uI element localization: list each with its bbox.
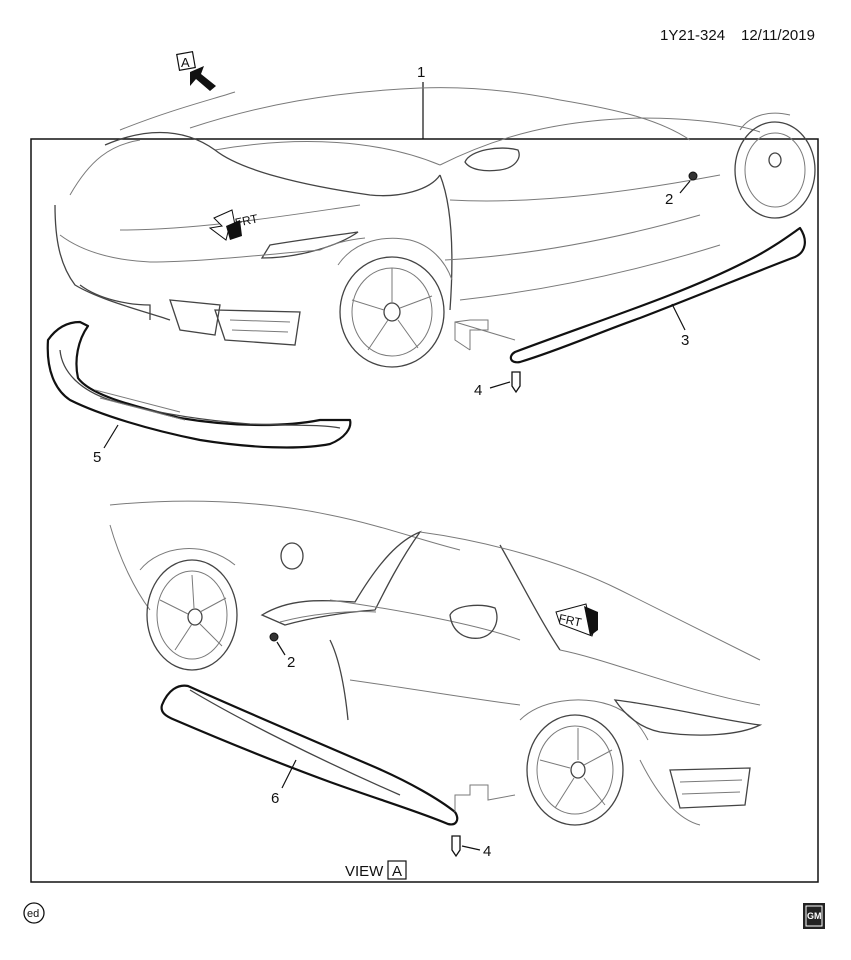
- diagram-frame: [30, 138, 819, 883]
- part-6-rocker-panel: [160, 684, 459, 826]
- view-direction-arrow-icon: [190, 66, 216, 91]
- callout-6: 6: [271, 790, 279, 807]
- callout-2-lower: 2: [287, 654, 295, 671]
- view-a-letter: A: [181, 55, 190, 70]
- frt-arrow-lower: FRT: [555, 603, 598, 637]
- car-side-view: FRT: [109, 500, 763, 826]
- gm-logo-text: GM: [807, 911, 822, 921]
- view-caption-text: VIEW: [345, 863, 384, 880]
- callout-4-upper: 4: [474, 382, 482, 399]
- view-a-marker: A: [176, 51, 216, 91]
- frt-arrow-upper: FRT: [208, 209, 260, 241]
- car-front-view: FRT: [54, 87, 816, 368]
- part-5-front-splitter: [46, 320, 352, 449]
- frt-label-lower: FRT: [557, 611, 583, 630]
- callout-2-upper: 2: [665, 191, 673, 208]
- callout-4-lower: 4: [483, 843, 491, 860]
- callout-5: 5: [93, 449, 101, 466]
- part-2-fastener-lower: [269, 632, 279, 642]
- ed-mark: ed: [23, 902, 45, 924]
- document-id: 1Y21-324: [660, 27, 725, 44]
- part-2-fastener-upper: [688, 171, 698, 181]
- frt-label-upper: FRT: [234, 211, 260, 230]
- document-date: 12/11/2019: [741, 27, 815, 44]
- view-caption: VIEW A: [345, 860, 407, 880]
- part-4-clip-lower: [451, 835, 461, 858]
- view-caption-letter: A: [392, 863, 402, 880]
- callout-3: 3: [681, 332, 689, 349]
- ed-mark-text: ed: [27, 908, 39, 920]
- part-4-clip-upper: [511, 371, 521, 394]
- callout-1: 1: [417, 64, 425, 81]
- part-3-rocker-panel: [509, 226, 806, 364]
- gm-logo: GM: [803, 903, 825, 929]
